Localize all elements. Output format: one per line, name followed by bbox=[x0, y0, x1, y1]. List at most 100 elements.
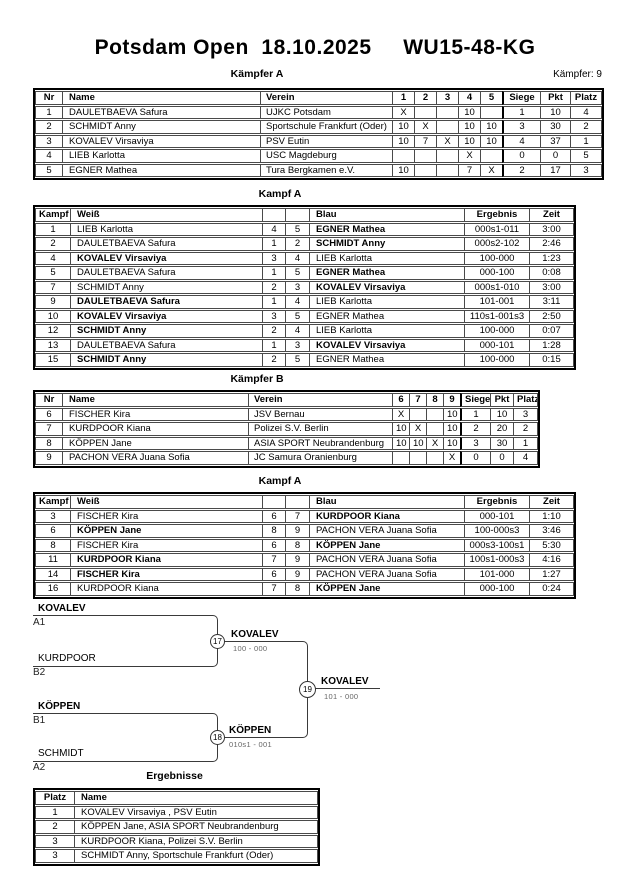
cell: 2 bbox=[285, 237, 309, 251]
cell: SCHMIDT Anny bbox=[70, 280, 262, 294]
cell: 13 bbox=[35, 338, 70, 352]
cell: DAULETBAEVA Safura bbox=[62, 105, 260, 119]
cell: 3 bbox=[570, 163, 602, 177]
cell: 000-100 bbox=[464, 582, 529, 596]
cell: PACHON VERA Juana Sofia bbox=[309, 524, 464, 538]
cell: Polizei S.V. Berlin bbox=[248, 422, 392, 436]
cell: 4 bbox=[570, 105, 602, 119]
column-header bbox=[285, 208, 309, 222]
column-header: 9 bbox=[443, 393, 460, 407]
section-heading-kampf-a-2: Kampf A bbox=[258, 475, 302, 487]
column-header: Nr bbox=[35, 91, 62, 105]
cell bbox=[436, 163, 458, 177]
cell: 2 bbox=[513, 422, 538, 436]
cell: 9 bbox=[285, 567, 309, 581]
cell: KOVALEV Virsaviya bbox=[309, 280, 464, 294]
column-header: Ergebnis bbox=[464, 495, 529, 509]
cell: 2 bbox=[570, 120, 602, 134]
column-header: Kampf bbox=[35, 495, 70, 509]
bracket-seed-b1-name: KÖPPEN bbox=[38, 701, 81, 712]
cell: 10 bbox=[458, 105, 480, 119]
cell bbox=[392, 149, 414, 163]
cell: Tura Bergkamen e.V. bbox=[260, 163, 392, 177]
cell: 0 bbox=[502, 149, 540, 163]
cell: 3 bbox=[35, 134, 62, 148]
cell: 10 bbox=[392, 163, 414, 177]
cell: SCHMIDT Anny, Sportschule Frankfurt (Ode… bbox=[74, 849, 318, 863]
cell: 6 bbox=[35, 524, 70, 538]
cell: KOVALEV Virsaviya bbox=[70, 309, 262, 323]
cell: 9 bbox=[35, 451, 62, 465]
cell: SCHMIDT Anny bbox=[62, 120, 260, 134]
cell: EGNER Mathea bbox=[309, 309, 464, 323]
cell: 000s3-100s1 bbox=[464, 538, 529, 552]
cell: 6 bbox=[262, 567, 285, 581]
cell: X bbox=[409, 422, 426, 436]
bracket-seed-a1-name: KOVALEV bbox=[38, 603, 86, 614]
cell: 7 bbox=[35, 422, 62, 436]
bracket-match-18-winner: KÖPPEN bbox=[229, 725, 272, 736]
cell: 1 bbox=[262, 266, 285, 280]
cell: 3 bbox=[285, 338, 309, 352]
cell: LIEB Karlotta bbox=[309, 324, 464, 338]
bracket-winner17-line bbox=[223, 641, 308, 690]
cell: 1 bbox=[570, 134, 602, 148]
cell: PACHON VERA Juana Sofia bbox=[309, 553, 464, 567]
bracket-match-18-number: 18 bbox=[210, 730, 225, 745]
cell: 000s1-011 bbox=[464, 222, 529, 236]
cell: X bbox=[426, 436, 443, 450]
cell: 7 bbox=[458, 163, 480, 177]
cell: EGNER Mathea bbox=[309, 222, 464, 236]
bracket-match-17-winner: KOVALEV bbox=[231, 629, 279, 640]
column-header: Platz bbox=[570, 91, 602, 105]
cell: 0:15 bbox=[529, 353, 574, 367]
column-header: Verein bbox=[260, 91, 392, 105]
cell: 4 bbox=[35, 251, 70, 265]
cell: 3:00 bbox=[529, 280, 574, 294]
cell bbox=[426, 407, 443, 421]
column-header bbox=[285, 495, 309, 509]
column-header: 4 bbox=[458, 91, 480, 105]
column-header: 8 bbox=[426, 393, 443, 407]
cell: 101-001 bbox=[464, 295, 529, 309]
cell: 3 bbox=[262, 309, 285, 323]
cell: KÖPPEN Jane bbox=[70, 524, 262, 538]
cell: X bbox=[436, 134, 458, 148]
cell: SCHMIDT Anny bbox=[70, 353, 262, 367]
cell: 7 bbox=[285, 509, 309, 523]
cell: 30 bbox=[490, 436, 513, 450]
cell: 5 bbox=[285, 353, 309, 367]
column-header: Pkt bbox=[490, 393, 513, 407]
cell: 4 bbox=[262, 222, 285, 236]
cell: 2 bbox=[502, 163, 540, 177]
cell: JC Samura Oranienburg bbox=[248, 451, 392, 465]
cell bbox=[414, 149, 436, 163]
cell: PACHON VERA Juana Sofia bbox=[62, 451, 248, 465]
page-title: Potsdam Open 18.10.2025 WU15-48-KG bbox=[94, 36, 536, 59]
cell: 1:10 bbox=[529, 509, 574, 523]
cell: 100-000 bbox=[464, 353, 529, 367]
cell: 8 bbox=[285, 538, 309, 552]
cell: LIEB Karlotta bbox=[62, 149, 260, 163]
bracket-seed-b2-label: B2 bbox=[33, 667, 46, 678]
cell: 0 bbox=[540, 149, 570, 163]
column-header: Verein bbox=[248, 393, 392, 407]
cell: 3 bbox=[262, 251, 285, 265]
cell: KÖPPEN Jane bbox=[309, 538, 464, 552]
column-header: Name bbox=[62, 91, 260, 105]
cell: LIEB Karlotta bbox=[309, 251, 464, 265]
